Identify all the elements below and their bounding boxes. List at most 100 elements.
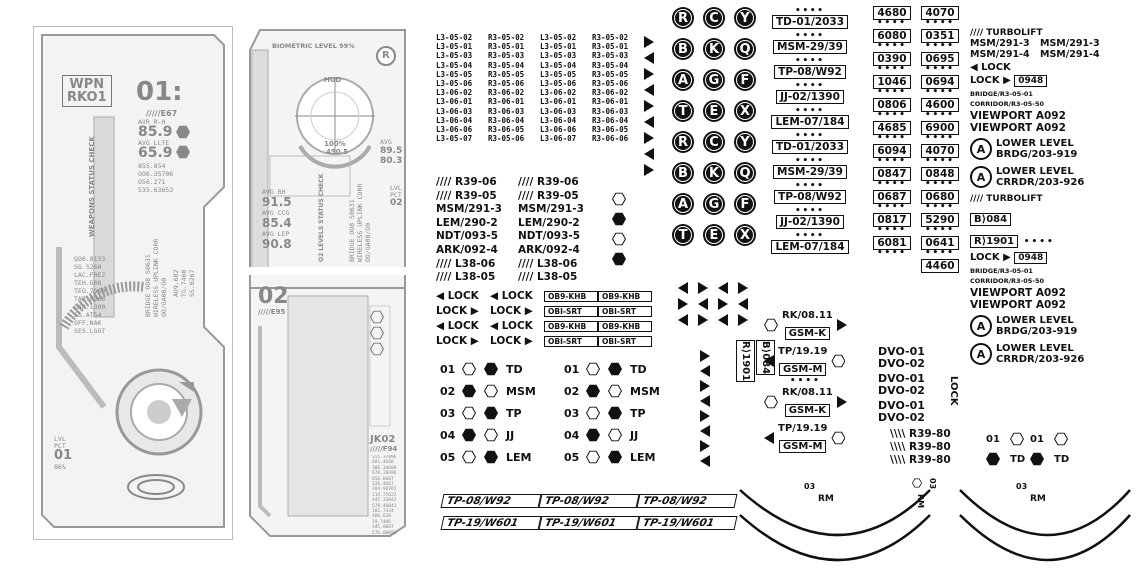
r39-label: \\\\ R39-80 (890, 454, 951, 466)
room-code: L3-06-01 (436, 97, 473, 107)
gsmm-box: GSM-M (778, 363, 827, 376)
arc-decals (739, 489, 1131, 562)
circle-letter-icon: R (672, 131, 694, 153)
viewport-label: VIEWPORT A092 (970, 299, 1066, 311)
room-code: R3-06-03 (488, 106, 525, 116)
row-number: 03 (440, 406, 456, 420)
panel1-big-number: 01: (136, 77, 183, 107)
hex-icon (462, 362, 476, 376)
room-code: R3-06-03 (592, 106, 629, 116)
triangle-right-icon (718, 298, 728, 310)
lock-code-box: OB9-KHB (598, 290, 652, 302)
hex-icon (831, 354, 846, 368)
circle-letter-icon: T (672, 224, 694, 246)
number-cell: 4070•••• (916, 144, 964, 166)
hex-icon (484, 428, 498, 442)
row-code: TD (1054, 453, 1070, 465)
viewport-label: VIEWPORT A092 (970, 110, 1066, 122)
triangle-right-icon (700, 440, 710, 452)
dvo-label: DVO-01 (878, 345, 925, 358)
brdg-code: BRDG/203-919 (996, 326, 1078, 337)
triangle-left-icon (678, 314, 688, 326)
lock-code-box: OBI-SRT (598, 335, 652, 347)
triangle-left-icon (718, 314, 728, 326)
arc-label-rm: RM (1030, 494, 1046, 504)
viewport-label: VIEWPORT A092 (970, 122, 1066, 134)
msm-code: MSM/291-4 (1040, 49, 1100, 60)
hex-icon (764, 318, 778, 332)
arc-label-03: 03 (804, 482, 816, 491)
circle-letter-icon: E (703, 224, 725, 246)
hex-icon (608, 450, 622, 464)
dots: •••• (795, 31, 825, 41)
triangle-column (644, 36, 654, 176)
dots: •••• (795, 106, 825, 116)
boxed-code: TD-01/2033 (771, 140, 849, 154)
triangle-right-icon (644, 100, 654, 112)
o2-vertical-sub: BRIDGE OO8 S0631 WIRELESS UPLINK CORR OO… (348, 183, 372, 262)
row-number: 03 (564, 406, 580, 420)
o2-big-number: 02 (258, 284, 289, 309)
room-code: R3-05-02 (488, 33, 525, 42)
triangle-right-icon (836, 319, 847, 331)
number-cell: 0687•••• (868, 190, 916, 212)
row-number: 02 (564, 384, 580, 398)
lock-label: ◀ LOCK (970, 62, 1011, 73)
room-code: R3-05-05 (488, 69, 525, 79)
hex-icon (484, 384, 498, 398)
jk-sub: /////F94 (370, 445, 398, 453)
lock-code-box: OBI-SRT (544, 335, 598, 347)
gsmk-box: GSM-K (784, 327, 830, 340)
boxed-code: MSM-29/39 (773, 40, 847, 54)
row-code: TD (630, 362, 647, 376)
room-code: L3-05-06 (436, 79, 473, 89)
panel1-lvl: LVL (54, 435, 66, 443)
room-code: L3-06-02 (540, 88, 577, 98)
r39-block: \\\\ R39-80 \\\\ R39-80 \\\\ R39-80 (890, 428, 951, 467)
number-cell: 0680•••• (916, 190, 964, 212)
turbolift-label: //// TURBOLIFT (970, 28, 1043, 38)
room-code: L3-06-02 (436, 88, 473, 98)
crrdr-code: CRRDR/203-926 (996, 354, 1085, 365)
o2-pct-value: 02 (390, 198, 403, 208)
left-value-3: 90.8 (262, 237, 292, 251)
room-code: R3-06-02 (592, 88, 629, 98)
room-code: L3-06-03 (540, 106, 577, 116)
circle-letter-icon: A (672, 69, 694, 91)
circle-letter-icon: Q (734, 162, 756, 184)
slant-code-rows: TP-08/W92 TP-08/W92 TP-08/W92 TP-19/W601… (440, 494, 738, 530)
number-cell: 0694•••• (916, 75, 964, 97)
room-code: R3-06-01 (488, 97, 525, 107)
hex-icon (612, 232, 626, 246)
row-code: TD (1010, 453, 1026, 465)
designation: ARK/092-4 (436, 243, 498, 256)
designation: NDT/093-5 (518, 230, 581, 243)
vertical-arc-label: 03 (928, 478, 937, 490)
number-cell: 6081•••• (868, 236, 916, 258)
room-code: R3-05-01 (592, 42, 629, 52)
hex-icon (612, 212, 626, 226)
slant-code: TP-19/W601 (538, 516, 640, 530)
weapons-panel: WPN RKO1 01: /////E67 AVR R-H 85.9 AVG L… (33, 26, 233, 540)
designation: //// R39-06 (436, 176, 497, 188)
row-code: LEM (630, 450, 656, 464)
tp-label: TP/19.19 (778, 346, 828, 357)
slant-code: TP-19/W601 (440, 516, 542, 530)
hex-icon (986, 452, 1000, 466)
dots: •••• (795, 56, 825, 66)
lock-label: ◀ LOCK (490, 290, 533, 302)
vertical-lock-label: LOCK (948, 376, 959, 406)
panel1-pct: PCT (54, 442, 66, 450)
boxed-code: LEM-07/184 (771, 115, 849, 129)
triangle-left-icon (678, 282, 688, 294)
hex-icon (608, 406, 622, 420)
left-value-2: 85.4 (262, 216, 292, 230)
lock-label: ◀ LOCK (436, 290, 479, 302)
lock-box: 0948 (1014, 252, 1048, 264)
room-code: L3-06-06 (540, 125, 577, 135)
hex-icon (462, 428, 476, 442)
room-code: L3-06-03 (436, 106, 473, 116)
room-code: L3-05-03 (436, 51, 473, 61)
room-code: R3-05-02 (592, 33, 629, 42)
row-number: 01 (1030, 433, 1044, 445)
